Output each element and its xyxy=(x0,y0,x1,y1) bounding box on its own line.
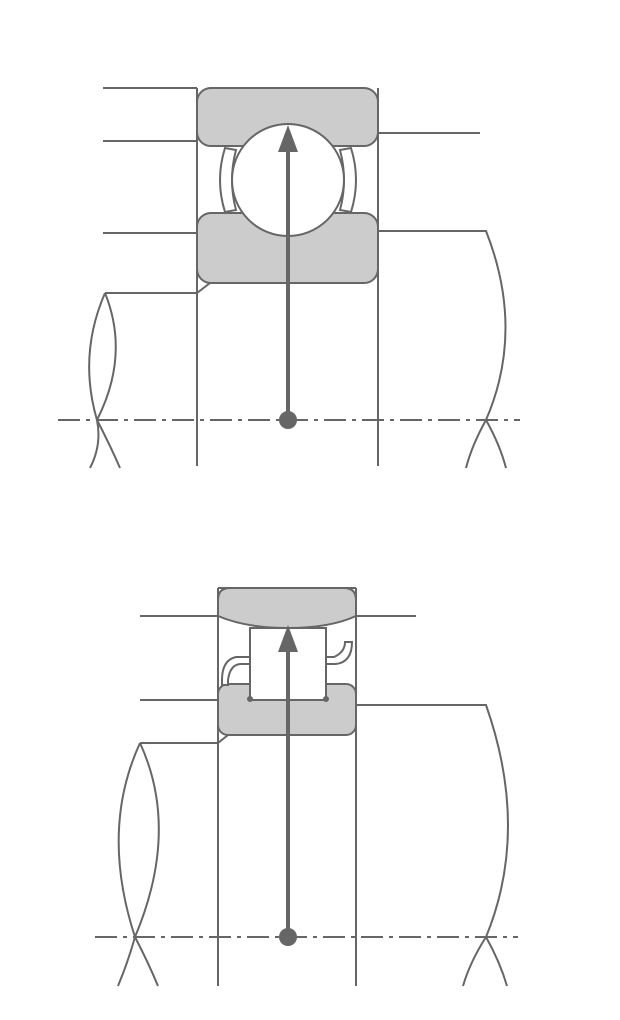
roller-edge xyxy=(323,696,329,702)
shaft-shoulder xyxy=(140,734,229,744)
shaft-shoulder xyxy=(105,282,211,294)
shaft-break xyxy=(485,936,508,987)
shaft-left-break xyxy=(88,292,106,469)
outer-ring xyxy=(217,587,357,630)
shaft-left-break xyxy=(133,742,160,987)
roller-edge xyxy=(247,696,253,702)
shaft-right-outline xyxy=(356,704,509,987)
arrow-up-icon xyxy=(278,125,298,152)
load-point xyxy=(279,928,297,946)
shaft-left-break xyxy=(95,292,121,469)
cage-left xyxy=(221,656,251,686)
ball-bearing-figure xyxy=(58,87,520,469)
load-point xyxy=(279,411,297,429)
cage-right xyxy=(325,641,354,665)
arrow-up-icon xyxy=(278,625,298,652)
shaft-left-break xyxy=(117,742,141,987)
shaft-right-outline xyxy=(378,230,507,469)
shaft-break xyxy=(485,419,507,469)
roller-bearing-figure xyxy=(95,587,518,987)
